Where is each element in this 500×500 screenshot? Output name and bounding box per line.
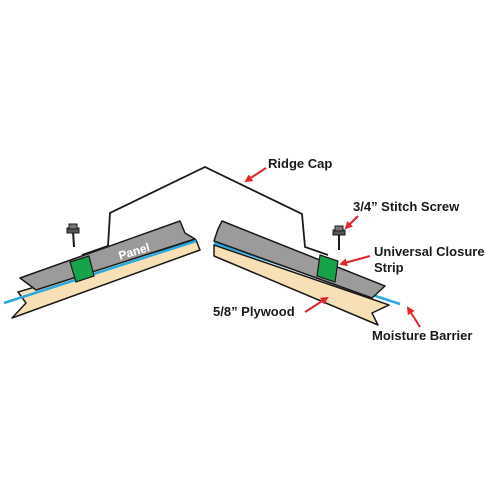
left-closure-strip — [69, 255, 95, 283]
plywood-label: 5/8” Plywood — [213, 304, 295, 319]
callout-closure-strip: Universal Closure Strip — [339, 244, 485, 275]
right-roof-slope — [213, 220, 401, 326]
closure-strip-arrow-icon — [339, 255, 371, 267]
ridge-cap — [81, 165, 329, 256]
right-metal-panel — [213, 220, 386, 299]
stitch-screw-label: 3/4” Stitch Screw — [353, 199, 460, 214]
left-stitch-screw-icon — [66, 223, 80, 248]
moisture-barrier-label: Moisture Barrier — [372, 328, 472, 343]
stitch-screw-arrow-icon — [344, 215, 359, 230]
ridge-cap-label: Ridge Cap — [268, 156, 332, 171]
left-metal-panel — [19, 220, 196, 291]
callout-plywood: 5/8” Plywood — [213, 296, 329, 319]
left-moisture-barrier — [3, 239, 197, 305]
right-stitch-screw-icon — [332, 225, 346, 250]
right-plywood — [213, 244, 390, 326]
closure-strip-label-line2: Strip — [374, 260, 404, 275]
plywood-arrow-icon — [304, 296, 329, 313]
callout-ridge-cap: Ridge Cap — [244, 156, 332, 183]
ridge-cap-arrow-icon — [244, 167, 267, 183]
callout-stitch-screw: 3/4” Stitch Screw — [344, 199, 460, 230]
callout-moisture-barrier: Moisture Barrier — [372, 306, 472, 343]
moisture-barrier-arrow-icon — [406, 306, 421, 328]
closure-strip-label-line1: Universal Closure — [374, 244, 485, 259]
left-roof-slope: Panel — [3, 220, 201, 319]
right-closure-strip — [316, 254, 339, 283]
